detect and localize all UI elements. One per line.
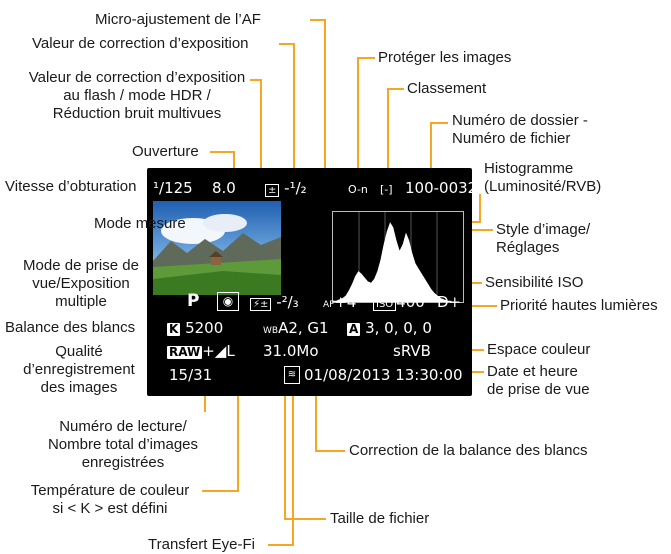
exposure-comp-icon: ± bbox=[265, 184, 280, 197]
rating-icon: [-] bbox=[380, 183, 393, 196]
label-shooting-mode-line1: Mode de prise de bbox=[23, 257, 139, 274]
label-color-temp-line1: Température de couleur bbox=[30, 482, 190, 499]
label-highlight-priority: Priorité hautes lumières bbox=[500, 297, 658, 314]
picture-style-icon: A bbox=[347, 322, 361, 336]
label-color-space: Espace couleur bbox=[487, 341, 591, 358]
camera-lcd-screen: ¹/125 8.0 ± -¹/₂ O-n [-] 100-0032 bbox=[147, 168, 477, 396]
iso-value: 400 bbox=[396, 293, 425, 311]
label-date-time-line2: de prise de vue bbox=[487, 381, 590, 398]
label-shutter-speed: Vitesse d’obturation bbox=[5, 178, 137, 195]
leader-exposure-comp bbox=[279, 43, 295, 172]
label-date-time: Date et heure de prise de vue bbox=[487, 363, 590, 399]
shutter-speed-value: ¹/125 bbox=[153, 179, 193, 197]
highlight-priority-value: D+ bbox=[437, 293, 462, 311]
label-playback-number: Numéro de lecture/ Nombre total d’images… bbox=[38, 418, 208, 472]
af-micro-display: AF+4 bbox=[323, 294, 356, 314]
metering-mode-icon: ◉ bbox=[217, 292, 239, 311]
label-histogram-line1: Histogramme bbox=[484, 160, 574, 177]
image-quality-display: RAW+◢L bbox=[167, 343, 235, 360]
leader-aperture bbox=[210, 151, 235, 168]
label-flash-comp-line2: au flash / mode HDR / bbox=[63, 87, 211, 104]
histogram-area bbox=[333, 222, 463, 302]
label-wb-correction: Correction de la balance des blancs bbox=[349, 442, 588, 459]
flash-comp-display: ⚡± -²/₃ bbox=[250, 294, 299, 311]
color-space-value: sRVB bbox=[393, 342, 431, 360]
aperture-value: 8.0 bbox=[212, 179, 236, 197]
wb-shift-value: A2, G1 bbox=[278, 319, 329, 337]
label-picture-style-line1: Style d’image/ bbox=[496, 221, 591, 238]
label-quality: Qualité d’enregistrement des images bbox=[8, 343, 150, 397]
protect-icon: O-n bbox=[348, 183, 368, 196]
label-picture-style: Style d’image/ Réglages bbox=[496, 221, 590, 257]
leader-folder-file bbox=[430, 122, 448, 180]
label-eye-fi: Transfert Eye-Fi bbox=[148, 536, 255, 553]
leader-eye-fi bbox=[268, 388, 294, 546]
wb-kelvin-icon: K bbox=[167, 322, 181, 336]
label-color-temp-line2: si < K > est défini bbox=[52, 500, 168, 517]
label-flash-comp-line1: Valeur de correction d’exposition bbox=[28, 69, 246, 86]
quality-suffix: +◢L bbox=[202, 342, 235, 360]
leader-rating bbox=[387, 88, 404, 179]
leader-histogram bbox=[470, 194, 481, 223]
label-white-balance: Balance des blancs bbox=[5, 319, 136, 336]
label-date-time-line1: Date et heure bbox=[487, 363, 578, 380]
label-metering-mode: Mode mesure bbox=[94, 215, 186, 232]
iso-icon: ISO bbox=[373, 298, 397, 311]
flash-comp-value: -²/₃ bbox=[276, 293, 299, 311]
white-balance-display: K 5200 bbox=[167, 320, 223, 337]
label-quality-line3: des images bbox=[40, 379, 118, 396]
wb-shift-display: WBA2, G1 bbox=[263, 320, 329, 340]
label-folder-file: Numéro de dossier - Numéro de fichier bbox=[452, 112, 588, 148]
af-micro-icon: AF bbox=[323, 300, 335, 310]
picture-style-values: 3, 0, 0, 0 bbox=[365, 319, 432, 337]
af-micro-value: +4 bbox=[334, 293, 357, 311]
label-color-temp: Température de couleur si < K > est défi… bbox=[20, 482, 200, 518]
exposure-comp-display: ± -¹/₂ bbox=[265, 180, 307, 197]
label-playback-number-line2: Nombre total d’images bbox=[47, 436, 199, 453]
playback-number-value: 15/31 bbox=[169, 366, 213, 384]
label-playback-number-line3: enregistrées bbox=[81, 454, 165, 471]
flash-comp-icon: ⚡± bbox=[250, 298, 272, 311]
label-picture-style-line2: Réglages bbox=[496, 239, 560, 256]
shooting-mode-value: P bbox=[187, 291, 200, 311]
label-playback-number-line1: Numéro de lecture/ bbox=[59, 418, 187, 435]
label-af-micro: Micro-ajustement de l’AF bbox=[95, 11, 261, 28]
raw-icon: RAW bbox=[167, 345, 203, 359]
label-folder-file-line1: Numéro de dossier - bbox=[452, 112, 588, 129]
wb-shift-icon: WB bbox=[263, 326, 279, 336]
leader-protect bbox=[357, 57, 375, 179]
label-flash-comp-line3: Réduction bruit multivues bbox=[52, 105, 222, 122]
label-quality-line1: Qualité bbox=[55, 343, 103, 360]
label-file-size: Taille de fichier bbox=[330, 510, 430, 527]
histogram-frame bbox=[332, 211, 464, 303]
histogram-chart bbox=[333, 212, 463, 302]
label-histogram-line2: (Luminosité/RVB) bbox=[484, 178, 602, 195]
folder-file-number: 100-0032 bbox=[405, 179, 478, 197]
photo-thumbnail bbox=[153, 201, 281, 295]
picture-style-display: A 3, 0, 0, 0 bbox=[347, 320, 432, 337]
label-aperture: Ouverture bbox=[132, 143, 199, 160]
label-exposure-comp: Valeur de correction d’exposition bbox=[32, 35, 249, 52]
shooting-datetime-value: 01/08/2013 13:30:00 bbox=[304, 366, 463, 384]
label-quality-line2: d’enregistrement bbox=[23, 361, 135, 378]
label-shooting-mode-line2: vue/Exposition bbox=[32, 275, 130, 292]
exposure-comp-value: -¹/₂ bbox=[284, 179, 307, 197]
label-rating: Classement bbox=[407, 80, 487, 97]
label-folder-file-line2: Numéro de fichier bbox=[452, 130, 571, 147]
eye-fi-icon: ≋ bbox=[284, 366, 300, 384]
label-shooting-mode-line3: multiple bbox=[55, 293, 107, 310]
label-iso: Sensibilité ISO bbox=[485, 274, 584, 291]
label-shooting-mode: Mode de prise de vue/Exposition multiple bbox=[5, 257, 157, 311]
label-histogram: Histogramme (Luminosité/RVB) bbox=[484, 160, 601, 196]
color-temp-value: 5200 bbox=[185, 319, 224, 337]
label-flash-comp: Valeur de correction d’exposition au fla… bbox=[28, 69, 246, 123]
label-protect: Protéger les images bbox=[378, 49, 512, 66]
file-size-value: 31.0Mo bbox=[263, 342, 319, 360]
leader-file-size bbox=[284, 374, 326, 520]
